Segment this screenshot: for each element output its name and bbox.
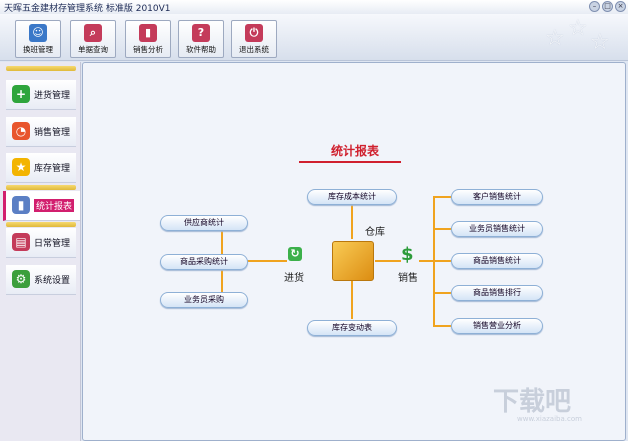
sidebar-item-label: 销售管理 xyxy=(34,128,71,138)
staff-purchase-button[interactable]: 业务员采购 xyxy=(160,292,248,308)
title-bar: 天晖五金建材存管理系统 标准版 2010V1 – □ × xyxy=(0,0,628,14)
sidebar-divider-bar xyxy=(6,185,76,190)
star-icon: ★ xyxy=(12,158,30,176)
pie-icon: ◔ xyxy=(12,122,30,140)
sidebar-item-inventory[interactable]: ★ 库存管理 xyxy=(6,153,76,183)
sidebar-item-label: 日常管理 xyxy=(34,239,71,249)
staff-sales-button[interactable]: 业务员销售统计 xyxy=(451,221,543,237)
warehouse-box-icon xyxy=(332,241,374,281)
page-title: 统计报表 xyxy=(331,144,380,158)
toolbar: ☆ ☆ ☆ ☺ 换班管理 ⌕ 单据查询 ▮ 销售分析 ? 软件帮助 ⏻ 退出系统 xyxy=(0,14,628,61)
customer-sales-button[interactable]: 客户销售统计 xyxy=(451,189,543,205)
connector-line xyxy=(433,260,451,262)
connector-line xyxy=(433,228,451,230)
connector-line xyxy=(419,260,433,262)
search-icon: ⌕ xyxy=(84,24,102,42)
window-title: 天晖五金建材存管理系统 标准版 2010V1 xyxy=(4,4,171,14)
toolbar-doc-query-label: 单据查询 xyxy=(78,45,108,54)
connector-line xyxy=(351,281,353,319)
watermark-url: www.xiazaiba.com xyxy=(517,415,582,423)
sales-ranking-button[interactable]: 商品销售排行 xyxy=(451,285,543,301)
user-icon: ☺ xyxy=(29,24,47,42)
report-panel: 统计报表 供应商统计 商品采购统计 业务员采购 库存成本统计 库存变动表 客户销… xyxy=(82,62,626,441)
sidebar-item-daily[interactable]: ▤ 日常管理 xyxy=(6,228,76,258)
star-decoration-icon: ☆ xyxy=(568,16,588,41)
exit-icon: ⏻ xyxy=(245,24,263,42)
toolbar-exit-label: 退出系统 xyxy=(239,45,269,54)
connector-line xyxy=(433,325,451,327)
product-sales-button[interactable]: 商品销售统计 xyxy=(451,253,543,269)
gear-icon: ⚙ xyxy=(12,270,30,288)
maximize-button[interactable]: □ xyxy=(602,1,613,12)
purchase-arrow-icon: ↻ xyxy=(288,247,302,261)
bar-chart-icon: ▮ xyxy=(12,196,30,214)
sidebar: + 进货管理 ◔ 销售管理 ★ 库存管理 ▮ 统计报表 ▤ 日常管理 ⚙ 系统设… xyxy=(0,62,81,441)
connector-line xyxy=(375,260,401,262)
book-icon: ▤ xyxy=(12,233,30,251)
help-icon: ? xyxy=(192,24,210,42)
connector-line xyxy=(433,196,451,198)
title-underline xyxy=(299,161,401,163)
minimize-button[interactable]: – xyxy=(589,1,600,12)
purchase-stats-button[interactable]: 商品采购统计 xyxy=(160,254,248,270)
toolbar-help-label: 软件帮助 xyxy=(186,45,216,54)
sidebar-item-label: 库存管理 xyxy=(34,164,71,174)
sidebar-item-purchase[interactable]: + 进货管理 xyxy=(6,80,76,110)
sales-label: 销售 xyxy=(398,273,418,284)
toolbar-shift-label: 换班管理 xyxy=(23,45,53,54)
bar-chart-icon: ▮ xyxy=(139,24,157,42)
close-button[interactable]: × xyxy=(615,1,626,12)
sidebar-divider-bar xyxy=(6,222,76,227)
supplier-stats-button[interactable]: 供应商统计 xyxy=(160,215,248,231)
plus-icon: + xyxy=(12,85,30,103)
inventory-cost-button[interactable]: 库存成本统计 xyxy=(307,189,397,205)
toolbar-sales-analysis-button[interactable]: ▮ 销售分析 xyxy=(125,20,171,58)
purchase-label: 进货 xyxy=(284,273,304,284)
sidebar-top-bar xyxy=(6,66,76,71)
toolbar-doc-query-button[interactable]: ⌕ 单据查询 xyxy=(70,20,116,58)
sidebar-item-label: 统计报表 xyxy=(34,199,75,212)
toolbar-sales-analysis-label: 销售分析 xyxy=(133,45,163,54)
warehouse-label: 仓库 xyxy=(365,227,385,238)
star-decoration-icon: ☆ xyxy=(545,26,565,51)
sidebar-item-sales[interactable]: ◔ 销售管理 xyxy=(6,117,76,147)
dollar-icon: $ xyxy=(401,244,414,265)
connector-line xyxy=(433,292,451,294)
inventory-change-button[interactable]: 库存变动表 xyxy=(307,320,397,336)
toolbar-exit-button[interactable]: ⏻ 退出系统 xyxy=(231,20,277,58)
sidebar-item-reports[interactable]: ▮ 统计报表 xyxy=(3,191,80,221)
star-decoration-icon: ☆ xyxy=(590,30,610,55)
sales-analysis-button[interactable]: 销售营业分析 xyxy=(451,318,543,334)
toolbar-shift-button[interactable]: ☺ 换班管理 xyxy=(15,20,61,58)
connector-line xyxy=(223,260,287,262)
window-controls: – □ × xyxy=(589,1,626,12)
sidebar-item-label: 系统设置 xyxy=(34,276,71,286)
connector-line xyxy=(351,201,353,239)
sidebar-item-settings[interactable]: ⚙ 系统设置 xyxy=(6,265,76,295)
watermark: 下载吧 xyxy=(493,387,572,417)
sidebar-item-label: 进货管理 xyxy=(34,91,71,101)
toolbar-help-button[interactable]: ? 软件帮助 xyxy=(178,20,224,58)
